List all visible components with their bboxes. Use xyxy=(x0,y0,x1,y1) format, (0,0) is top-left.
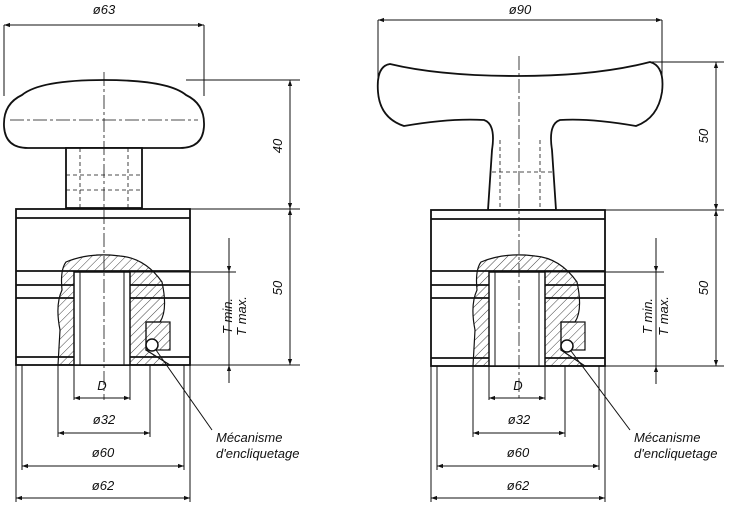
right-t-min: T min. xyxy=(640,298,655,334)
right-mechanism-line1: Mécanisme xyxy=(634,430,700,445)
left-mechanism-line1: Mécanisme xyxy=(216,430,282,445)
right-dim-d: D xyxy=(513,378,522,393)
right-t-handle xyxy=(376,61,664,211)
right-view: ø90 50 50 T min. T max. D ø32 ø60 ø62 xyxy=(376,2,724,502)
left-dim-d32: ø32 xyxy=(93,412,116,427)
right-dim-body-height: 50 xyxy=(696,280,711,295)
right-t-max: T max. xyxy=(656,296,671,336)
left-dim-d60: ø60 xyxy=(92,445,115,460)
right-ratchet-ball xyxy=(560,339,574,353)
left-mechanism-line2: d'encliquetage xyxy=(216,446,299,461)
left-dim-d62: ø62 xyxy=(92,478,115,493)
right-dim-d62: ø62 xyxy=(507,478,530,493)
left-dim-top-diameter: ø63 xyxy=(93,2,116,17)
left-t-max: T max. xyxy=(234,296,249,336)
left-ratchet-ball xyxy=(145,338,159,352)
left-dim-vertical-height: 40 xyxy=(270,138,285,153)
right-dim-top-diameter: ø90 xyxy=(509,2,532,17)
right-dim-d32: ø32 xyxy=(508,412,531,427)
left-dim-body-height: 50 xyxy=(270,280,285,295)
left-dim-d: D xyxy=(97,378,106,393)
left-t-min: T min. xyxy=(220,298,235,334)
left-view: ø63 40 50 T min. T max. D ø32 ø60 xyxy=(3,2,300,502)
right-dim-vertical-height: 50 xyxy=(696,128,711,143)
right-dim-d60: ø60 xyxy=(507,445,530,460)
right-mechanism-line2: d'encliquetage xyxy=(634,446,717,461)
